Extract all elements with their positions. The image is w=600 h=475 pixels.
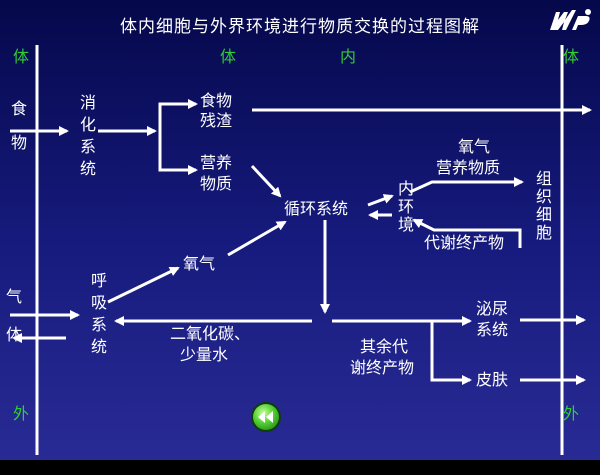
node-nutrient-line-2: 物质 [200, 174, 233, 193]
diagram-title: 体内细胞与外界环境进行物质交换的过程图解 [120, 17, 480, 37]
region-label-left-bottom: 外 [13, 404, 30, 423]
region-label-right-bottom: 外 [563, 404, 580, 423]
node-digestive-system: 消化系统 [77, 94, 96, 182]
node-oxygen-nutrient-line-2: 营养物质 [436, 158, 501, 177]
arrow-to-nutrient [158, 131, 198, 175]
arrow-oxygen-to-circulation [227, 220, 287, 257]
rewind-button[interactable] [253, 404, 279, 430]
node-tissue-cells: 组织细胞 [533, 170, 552, 242]
region-label-left-top: 体 [13, 47, 30, 66]
node-urinary-line-2: 系统 [476, 320, 509, 339]
arrow-to-residue [158, 99, 198, 131]
arrow-respiratory-to-oxygen [107, 266, 180, 304]
node-residue-line-2: 残渣 [200, 111, 233, 130]
bottom-frame-bar [0, 460, 600, 475]
node-body: 体 [6, 325, 23, 344]
arrow-cells-to-internal [412, 218, 522, 248]
node-internal-environment: 内环境 [395, 180, 414, 234]
arrow-to-skin [430, 321, 472, 385]
node-food: 食物 [8, 100, 27, 168]
region-label-center-2: 内 [340, 47, 357, 66]
node-respiratory-system: 呼吸系统 [88, 272, 107, 360]
node-skin: 皮肤 [476, 370, 509, 389]
node-co2-line-2: 少量水 [180, 345, 229, 364]
node-gas: 气 [6, 287, 23, 306]
node-other-products-line-1: 其余代 [360, 337, 409, 356]
rewind-icon [258, 411, 273, 423]
logo-icon [550, 9, 591, 30]
node-urinary-line-1: 泌尿 [476, 299, 509, 318]
node-other-products-line-2: 谢终产物 [350, 358, 415, 377]
node-oxygen-nutrient-line-1: 氧气 [458, 137, 491, 156]
region-label-center-1: 体 [220, 47, 237, 66]
node-nutrient-line-1: 营养 [200, 153, 233, 172]
arrow-nutrient-to-circulation [250, 164, 282, 198]
node-residue-line-1: 食物 [200, 91, 233, 110]
node-co2-line-1: 二氧化碳、 [170, 324, 251, 343]
arrow-circulation-to-internal [367, 194, 394, 207]
node-circulatory-system: 循环系统 [284, 199, 349, 218]
region-label-right-top: 体 [563, 47, 580, 66]
arrow-internal-to-cells [409, 177, 524, 194]
node-metabolic-products: 代谢终产物 [424, 233, 505, 252]
node-oxygen: 氧气 [183, 254, 216, 273]
